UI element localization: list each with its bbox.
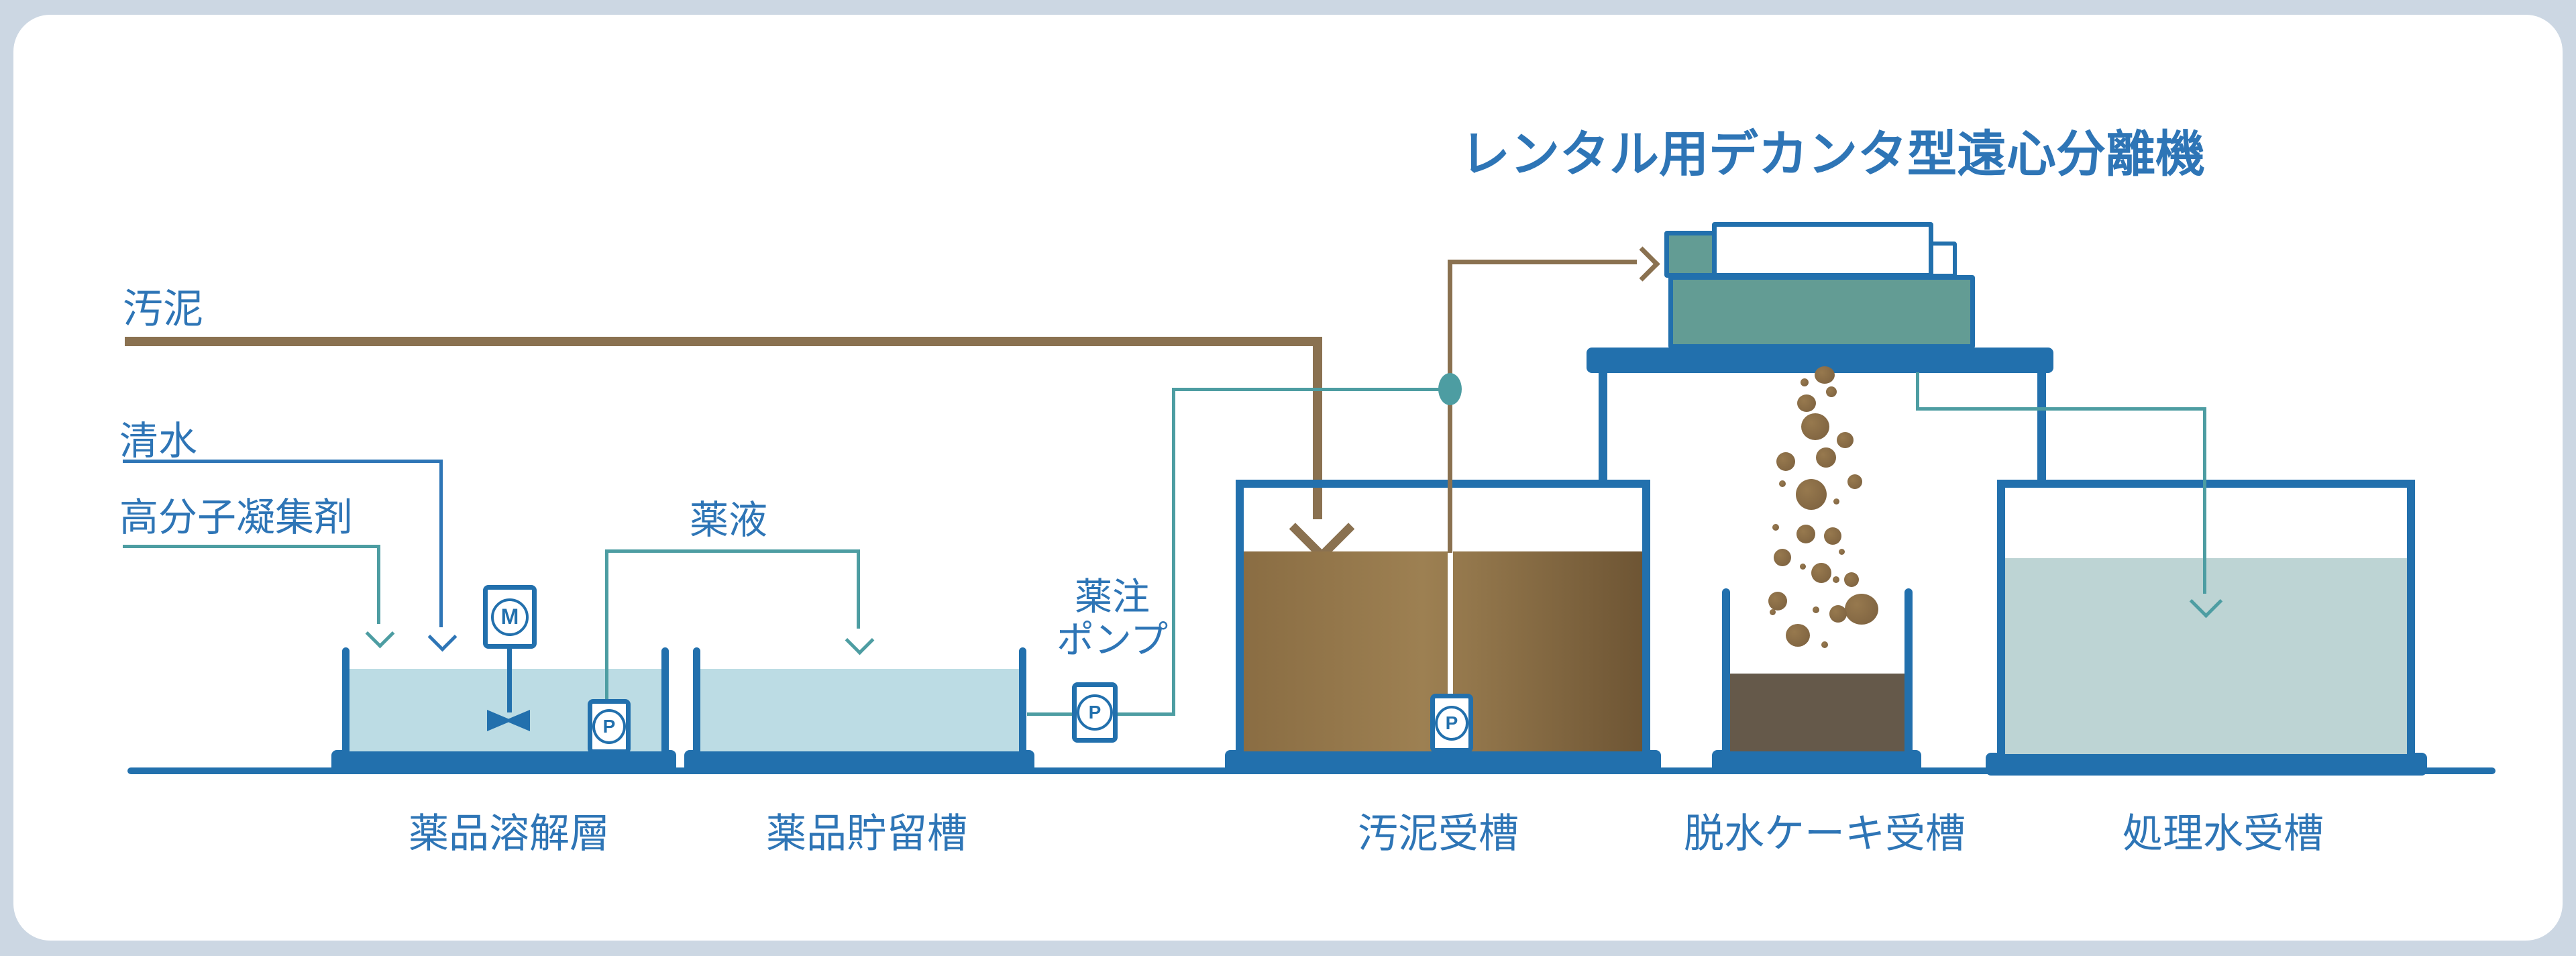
- sludge-pump-pipe: [1448, 551, 1453, 696]
- mixer-shaft: [507, 647, 512, 712]
- cake-tank-left-wall: [1722, 588, 1730, 751]
- cake-droplet: [1774, 549, 1791, 566]
- sludge-tank-right-wall: [1642, 480, 1650, 751]
- cake-droplet: [1796, 525, 1815, 543]
- chemical-solution-line-drop: [857, 549, 860, 629]
- cake-droplet: [1833, 498, 1839, 504]
- pump-symbol-icon: P: [592, 709, 626, 744]
- storage-tank-water: [693, 669, 1026, 751]
- sludge-tank-left-wall: [1236, 480, 1244, 751]
- filtrate-line-drop2: [2203, 407, 2206, 594]
- sludge-tank-label: 汚泥受槽: [1358, 811, 1519, 856]
- decanter-left-leg: [1599, 372, 1607, 481]
- cake-droplet: [1815, 366, 1835, 384]
- dissolution-tank-left-wall: [342, 647, 350, 751]
- dissolution-tank-pump-box: P: [588, 699, 631, 754]
- cake-droplet: [1811, 563, 1831, 583]
- cake-tank-right-wall: [1904, 588, 1913, 751]
- cake-droplet: [1776, 452, 1795, 471]
- cake-droplet: [1786, 624, 1810, 647]
- treated-tank-right-wall: [2407, 480, 2415, 754]
- chemical-solution-label: 薬液: [690, 498, 768, 542]
- sludge-tank-base: [1225, 750, 1661, 774]
- motor-symbol-icon: M: [491, 598, 529, 636]
- cake-droplet: [1772, 524, 1779, 531]
- dosing-line-riser: [1172, 389, 1175, 716]
- chemical-solution-arrow-icon: [845, 625, 875, 655]
- cake-droplet: [1800, 564, 1806, 570]
- filtrate-line-drop1: [1916, 372, 1919, 409]
- decanter-feed-arrow-icon: [1625, 246, 1660, 282]
- cake-droplet: [1770, 609, 1776, 615]
- cake-droplet: [1826, 386, 1837, 397]
- chemical-solution-line-horizontal: [605, 549, 860, 553]
- cake-droplet: [1844, 572, 1859, 587]
- sludge-label: 汚泥: [123, 286, 203, 331]
- filtrate-line-horizontal: [1916, 407, 2206, 411]
- cake-droplet: [1837, 432, 1854, 448]
- clean-water-line-horizontal: [123, 460, 443, 463]
- decanter-inlet-box: [1664, 231, 1717, 278]
- clean-water-arrow-icon: [427, 622, 458, 652]
- polymer-arrow-icon: [365, 619, 395, 649]
- dissolution-tank-right-wall: [661, 647, 669, 751]
- dissolution-tank-base: [331, 750, 676, 774]
- polymer-label: 高分子凝集剤: [119, 496, 354, 539]
- mixer-motor-box: M: [483, 585, 537, 649]
- pump-symbol-icon: P: [1435, 706, 1468, 741]
- cake-droplet: [1839, 549, 1845, 555]
- sludge-tank-rim: [1236, 480, 1650, 488]
- cake-droplet: [1801, 378, 1809, 386]
- decanter-cover-box: [1712, 222, 1933, 278]
- dosing-junction-dot: [1438, 373, 1462, 405]
- treated-tank-base: [1986, 753, 2427, 776]
- sludge-tank-pump-box: P: [1430, 694, 1473, 753]
- pump-symbol-icon: P: [1077, 694, 1113, 731]
- sludge-line-vertical: [1313, 337, 1322, 519]
- dosing-pump-label-line1: 薬注: [1074, 576, 1150, 618]
- cake-droplet: [1813, 606, 1819, 613]
- treated-tank-left-wall: [1997, 480, 2005, 754]
- dosing-pump-label-line2: ポンプ: [1056, 619, 1169, 661]
- cake-tank-fill: [1730, 674, 1904, 751]
- dosing-pump-box: P: [1072, 682, 1118, 743]
- cake-droplet: [1829, 605, 1847, 623]
- cake-droplet: [1797, 394, 1816, 412]
- storage-tank-base: [684, 750, 1034, 774]
- decanter-feed-line-horizontal: [1448, 260, 1637, 264]
- polymer-line-horizontal: [123, 545, 380, 548]
- dosing-line-horizontal: [1172, 388, 1442, 391]
- decanter-right-leg: [2037, 372, 2046, 481]
- dosing-pump-label: 薬注 ポンプ: [1057, 576, 1168, 661]
- clean-water-label: 清水: [119, 419, 198, 463]
- clean-water-line-vertical: [439, 460, 443, 627]
- decanter-body: [1668, 275, 1975, 349]
- cake-droplet: [1833, 576, 1839, 583]
- diagram-card: レンタル用デカンタ型遠心分離機 M P 汚泥: [13, 15, 2563, 941]
- storage-tank-label: 薬品貯留槽: [766, 811, 967, 856]
- storage-tank-left-wall: [693, 647, 700, 751]
- storage-tank-right-wall: [1019, 647, 1026, 751]
- cake-tank-label: 脱水ケーキ受槽: [1684, 811, 1966, 856]
- diagram-title: レンタル用デカンタ型遠心分離機: [1460, 126, 2205, 182]
- cake-droplet: [1847, 474, 1862, 489]
- cake-droplet: [1816, 447, 1836, 468]
- cake-droplet: [1821, 641, 1828, 648]
- cake-droplet: [1768, 592, 1787, 610]
- dissolution-tank-label: 薬品溶解層: [409, 811, 610, 856]
- dosing-discharge-line: [1118, 712, 1175, 716]
- cake-droplet: [1845, 594, 1878, 625]
- dosing-suction-line: [1027, 712, 1072, 716]
- chemical-solution-line-riser: [605, 549, 608, 702]
- cake-droplet: [1801, 413, 1829, 440]
- cake-droplet: [1796, 479, 1827, 510]
- sludge-line-horizontal: [125, 337, 1322, 346]
- polymer-line-vertical: [377, 545, 380, 624]
- cake-tank-base: [1712, 750, 1921, 774]
- decanter-feed-line-vertical: [1448, 260, 1452, 553]
- cake-droplet: [1779, 480, 1786, 487]
- treated-tank-label: 処理水受槽: [2123, 811, 2324, 856]
- cake-droplet: [1824, 527, 1841, 545]
